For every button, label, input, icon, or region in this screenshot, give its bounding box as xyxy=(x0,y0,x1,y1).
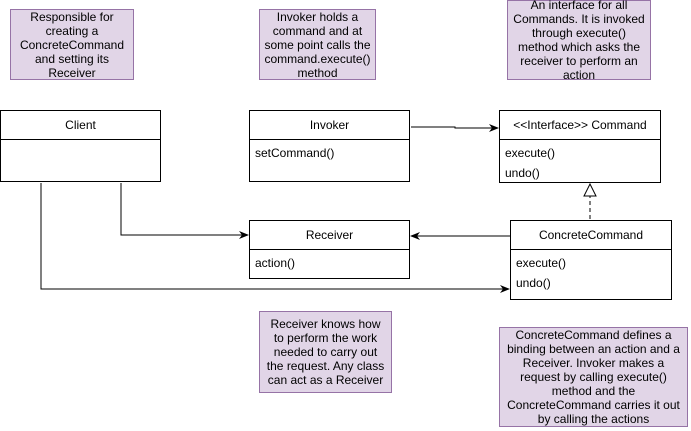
class-concrete-command-name: ConcreteCommand xyxy=(511,221,671,250)
class-command-method-undo: undo() xyxy=(505,166,540,180)
class-receiver[interactable]: Receiver action() xyxy=(249,220,410,279)
note-client: Responsible for creating a ConcreteComma… xyxy=(10,9,134,80)
class-invoker-method: setCommand() xyxy=(255,146,335,160)
class-receiver-name: Receiver xyxy=(250,221,409,250)
edge-invoker-to-command xyxy=(411,124,499,132)
note-receiver: Receiver knows how to perform the work n… xyxy=(259,311,392,393)
class-command-interface[interactable]: <<Interface>> Command execute() undo() xyxy=(499,110,661,183)
class-concrete-method-undo: undo() xyxy=(516,276,551,290)
class-client[interactable]: Client xyxy=(0,110,161,182)
class-receiver-method-action: action() xyxy=(255,256,296,270)
class-invoker-name: Invoker xyxy=(250,111,409,140)
edge-client-to-concrete xyxy=(40,183,510,293)
note-invoker: Invoker holds a command and at some poin… xyxy=(259,9,376,80)
edge-client-to-receiver xyxy=(120,183,249,239)
note-command: An interface for all Commands. It is inv… xyxy=(507,0,651,82)
class-command-method-execute: execute() xyxy=(505,146,556,160)
class-concrete-method-execute: execute() xyxy=(516,256,567,270)
class-command-name: <<Interface>> Command xyxy=(500,111,660,140)
class-client-name: Client xyxy=(1,111,160,140)
class-concrete-command[interactable]: ConcreteCommand execute() undo() xyxy=(510,220,672,300)
note-concrete-command: ConcreteCommand defines a binding betwee… xyxy=(499,327,688,427)
class-invoker[interactable]: Invoker setCommand() xyxy=(249,110,410,182)
realization-triangle-icon xyxy=(583,182,597,197)
